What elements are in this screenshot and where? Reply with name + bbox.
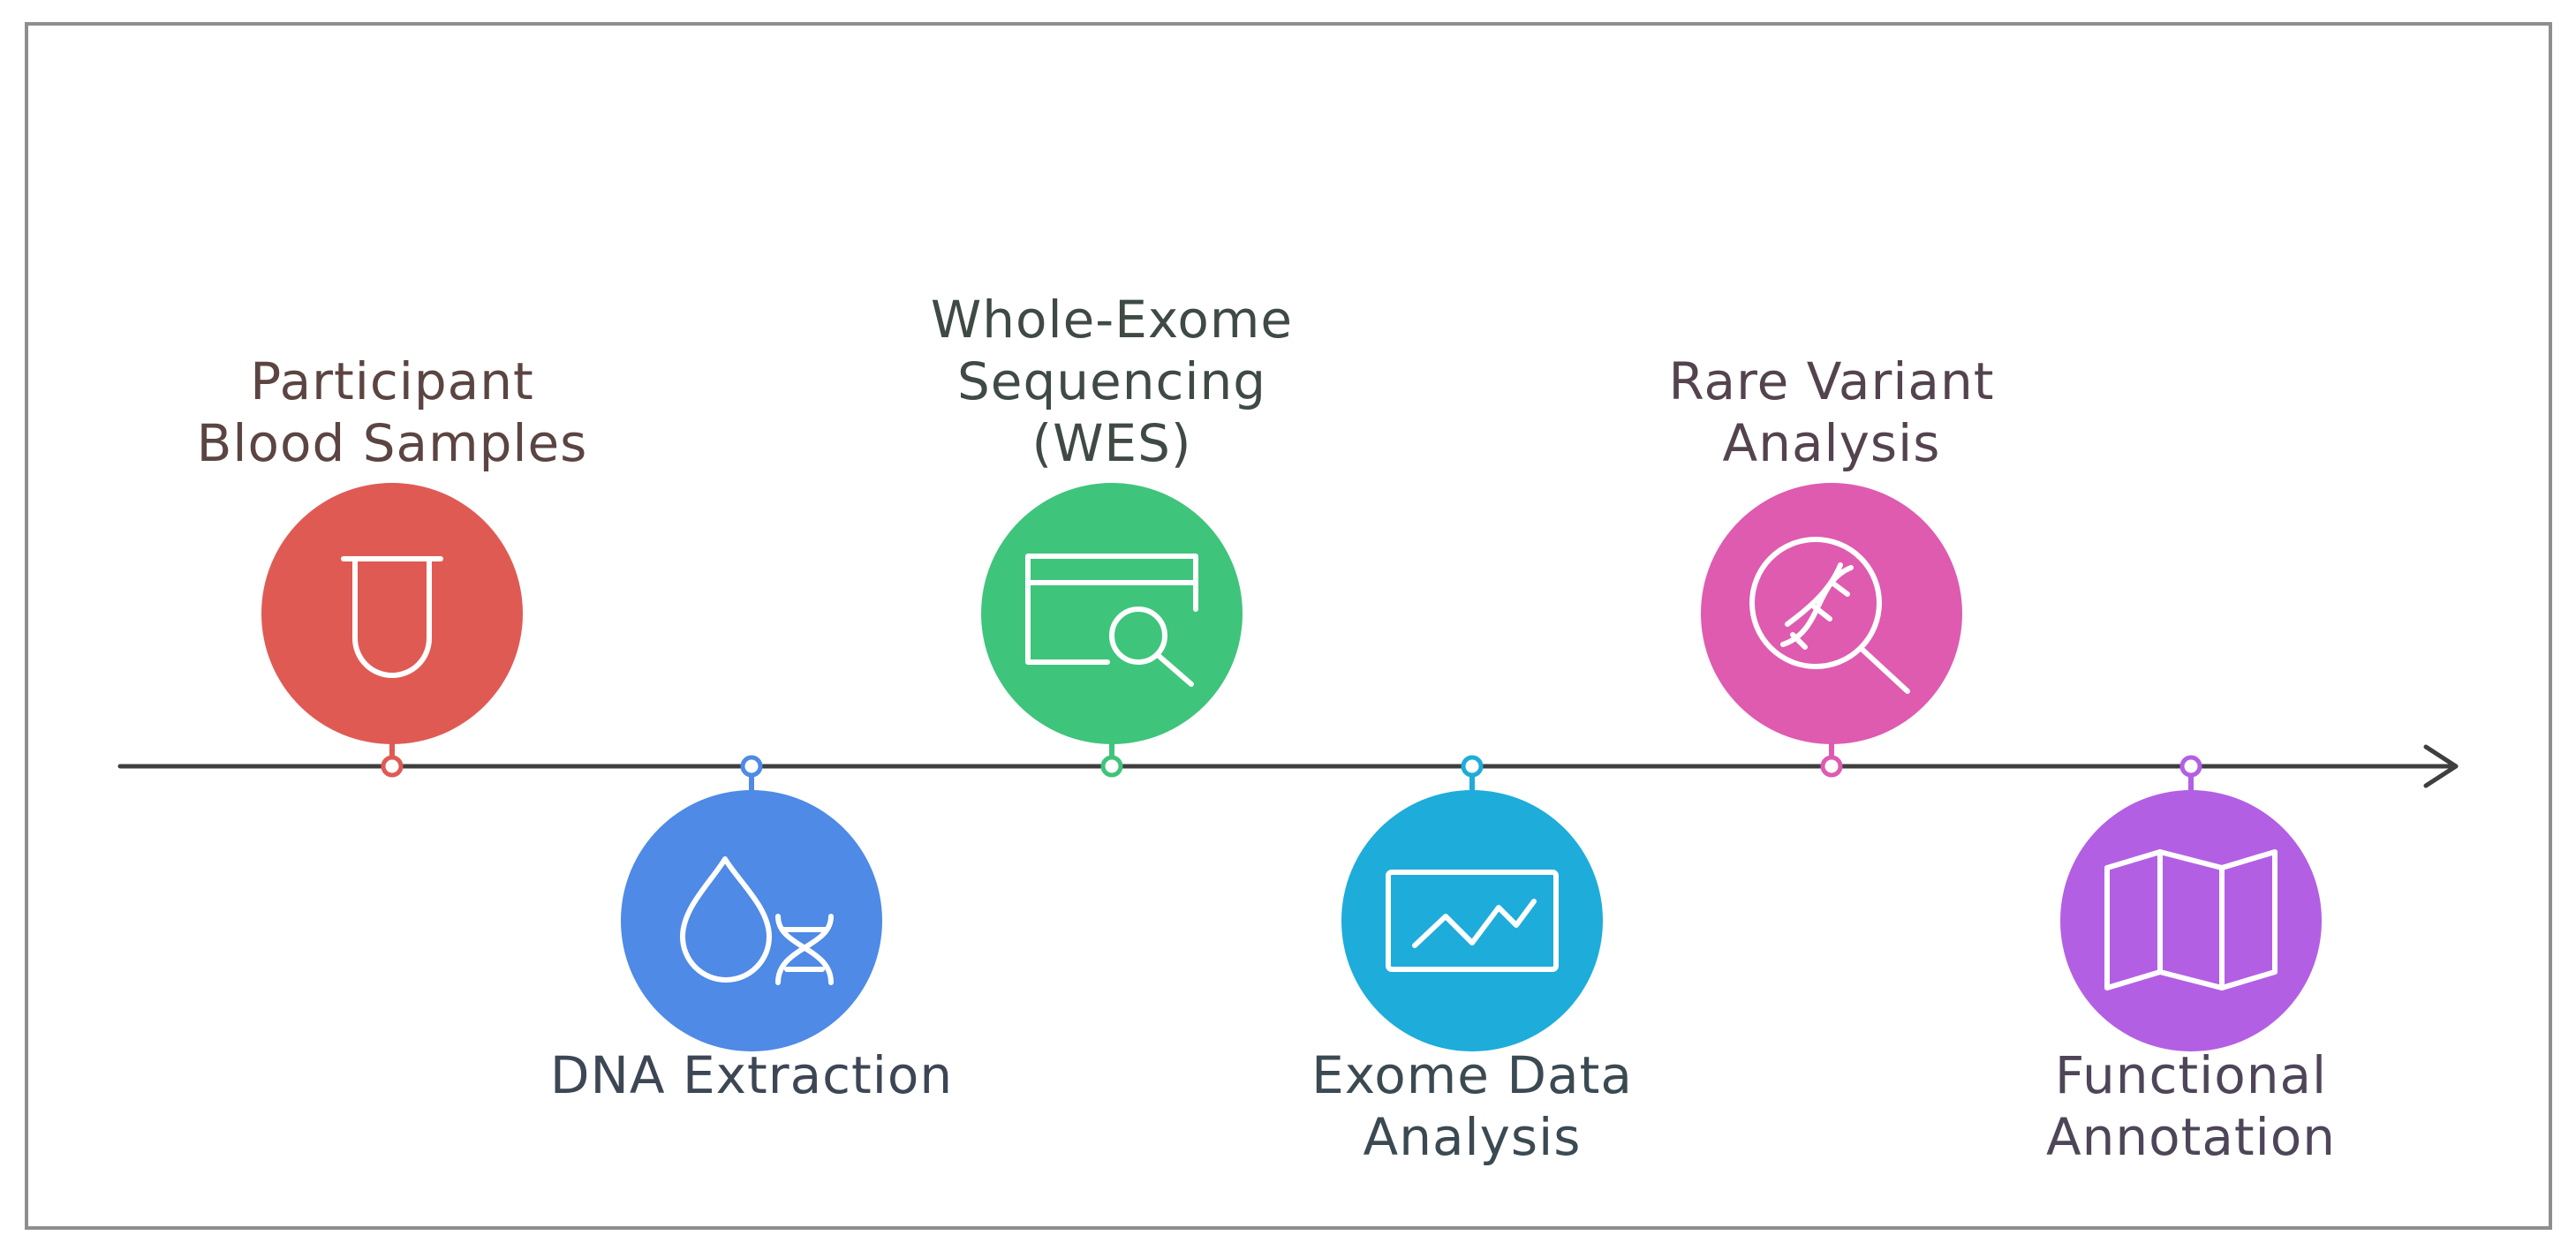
- step-label-line: Blood Samples: [197, 413, 588, 473]
- step-label-line: Whole-Exome: [931, 290, 1293, 350]
- timeline-node-exome: [1461, 755, 1484, 778]
- dna-magnifier-icon: [1749, 537, 1910, 694]
- step-circle-participant: [261, 483, 523, 744]
- step-label-line: Functional: [2055, 1045, 2327, 1105]
- timeline-axis: [117, 744, 2459, 788]
- timeline-node-wes: [1100, 755, 1123, 778]
- step-dna: DNA Extraction: [550, 755, 953, 1105]
- step-label-line: (WES): [1031, 413, 1191, 473]
- step-label-line: Analysis: [1364, 1107, 1582, 1167]
- step-label-line: Annotation: [2046, 1107, 2336, 1167]
- step-circle-rare: [1701, 483, 1962, 744]
- step-label-line: DNA Extraction: [550, 1045, 953, 1105]
- step-label-line: Rare Variant: [1669, 351, 1995, 411]
- timeline-node-dna: [740, 755, 763, 778]
- step-circle-functional: [2060, 790, 2322, 1051]
- step-label-line: Exome Data: [1311, 1045, 1633, 1105]
- line-chart-icon: [1386, 870, 1559, 972]
- map-icon: [2104, 849, 2278, 991]
- step-label-dna: DNA Extraction: [550, 1045, 953, 1105]
- droplet-dna-icon: [680, 856, 834, 985]
- timeline-node-participant: [381, 755, 404, 778]
- browser-search-icon: [1025, 554, 1198, 687]
- timeline-node-rare: [1820, 755, 1843, 778]
- step-circle-dna: [621, 790, 882, 1051]
- test-tube-icon: [341, 556, 443, 678]
- step-circle-wes: [981, 483, 1243, 744]
- timeline-node-functional: [2179, 755, 2202, 778]
- step-circle-exome: [1341, 790, 1603, 1051]
- step-label-line: Sequencing: [957, 351, 1266, 411]
- timeline-arrow-head: [2423, 744, 2459, 788]
- step-label-line: Analysis: [1723, 413, 1941, 473]
- step-label-line: Participant: [250, 351, 533, 411]
